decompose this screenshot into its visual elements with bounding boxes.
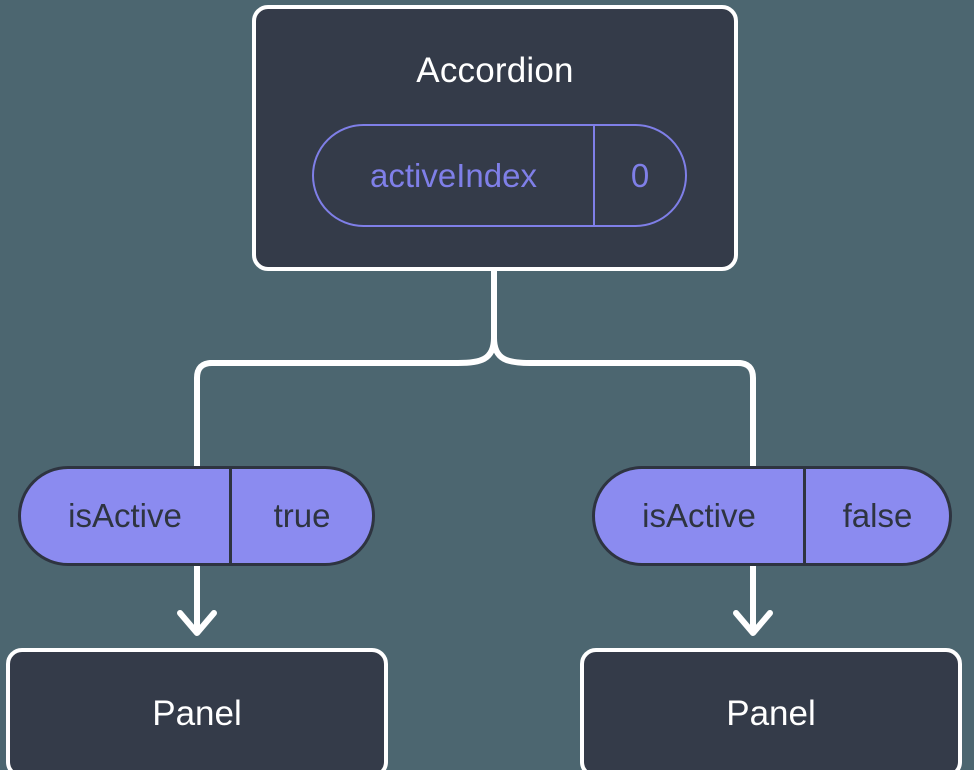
fork-left-curve (207, 335, 497, 366)
panel-title: Panel (726, 693, 816, 733)
prop-value-label: false (842, 497, 913, 534)
panel-component-node-left[interactable]: Panel (6, 648, 388, 770)
prop-key-label: isActive (21, 469, 232, 563)
accordion-component-node[interactable]: Accordion activeIndex 0 (252, 5, 738, 271)
prop-value-label: true (273, 497, 331, 534)
arrow-left-head (177, 610, 217, 636)
prop-key-label: isActive (595, 469, 806, 563)
fork-right-curve (491, 335, 743, 366)
accordion-state-pill[interactable]: activeIndex 0 (312, 124, 687, 227)
branch-left-wire (194, 360, 215, 473)
arrow-right-head (733, 610, 773, 636)
prop-pill-is-active-true[interactable]: isActive true (18, 466, 375, 566)
branch-right-wire (735, 360, 756, 473)
prop-pill-is-active-false[interactable]: isActive false (592, 466, 952, 566)
state-key-label: activeIndex (314, 126, 595, 225)
panel-title: Panel (152, 693, 242, 733)
panel-component-node-right[interactable]: Panel (580, 648, 962, 770)
accordion-title: Accordion (416, 51, 574, 90)
state-value-label: 0 (630, 156, 650, 194)
